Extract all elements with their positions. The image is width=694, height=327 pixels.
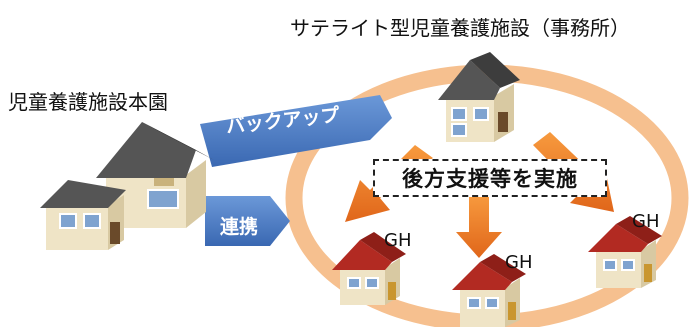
support-label-box: 後方支援等を実施 <box>373 159 607 197</box>
gh-label-3: GH <box>632 211 660 232</box>
main-facility-house <box>40 122 214 250</box>
group-home-house-3 <box>588 216 662 288</box>
satellite-office-house <box>438 52 520 142</box>
main-facility-label: 児童養護施設本園 <box>8 90 168 114</box>
cooperation-arrow <box>205 196 290 246</box>
backup-arrow <box>200 95 392 167</box>
group-home-house-2 <box>452 254 526 327</box>
group-home-house-1 <box>332 232 406 305</box>
arrow-down <box>456 195 502 258</box>
cooperation-label: 連携 <box>220 216 259 238</box>
gh-label-2: GH <box>505 252 533 273</box>
gh-label-1: GH <box>384 230 412 251</box>
satellite-facility-label: サテライト型児童養護施設（事務所） <box>290 16 630 40</box>
